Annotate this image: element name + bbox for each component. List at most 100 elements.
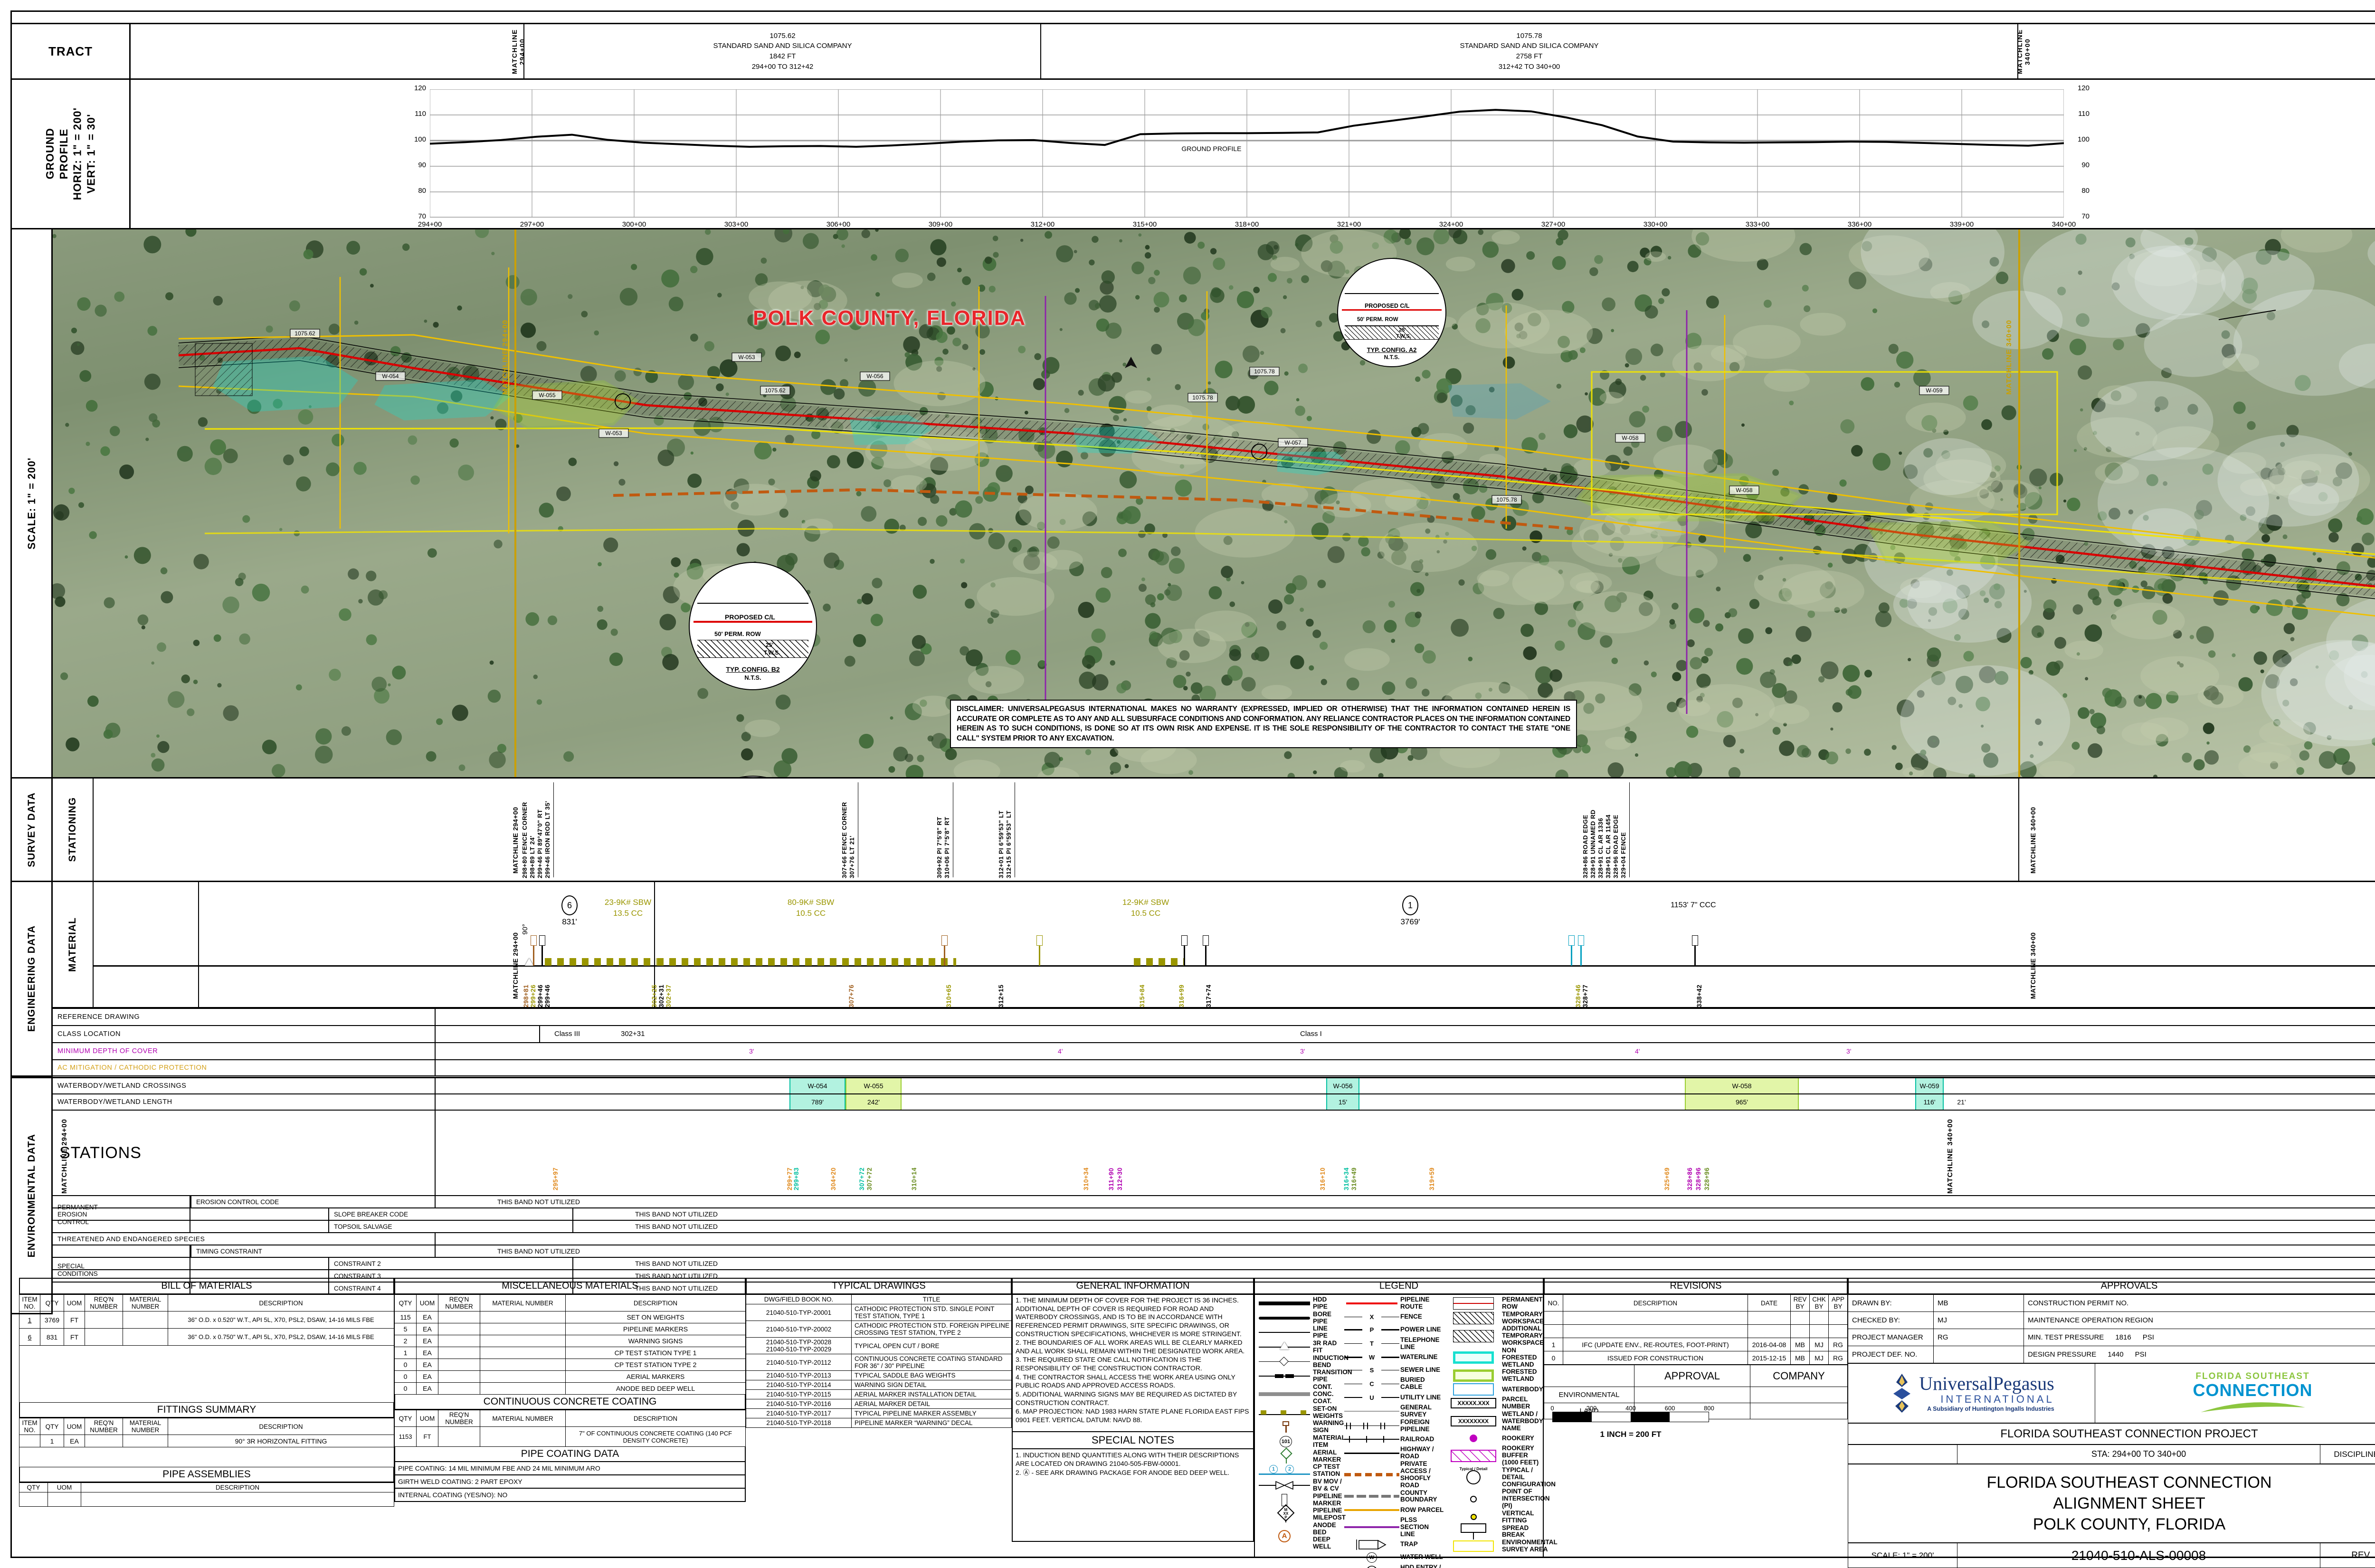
typ-b2-row: 50' PERM. ROW bbox=[714, 630, 761, 637]
material-station-label: 328+46 bbox=[1575, 984, 1582, 1007]
typical-drawing-number: 21040-510-TYP-20112 bbox=[746, 1354, 852, 1371]
utility-line-icon: U bbox=[1343, 1391, 1400, 1404]
misc-uom: EA bbox=[416, 1335, 438, 1347]
bom-desc: 36" O.D. x 0.520" W.T., API 5L, X70, PSL… bbox=[168, 1311, 394, 1329]
profile-ytick: 110 bbox=[2078, 110, 2090, 118]
environmental-station-label: 325+69 bbox=[1663, 1167, 1671, 1190]
legend-item: POINT OF INTERSECTION (PI) bbox=[1445, 1488, 1550, 1510]
typ-config-b2-callout-main: PROPOSED C/L 50' PERM. ROW 25' T.W.S. TY… bbox=[689, 562, 817, 690]
fitting-angle-label: 90° bbox=[521, 924, 529, 935]
legend-item: CONT. CONC. COAT. bbox=[1256, 1383, 1342, 1405]
tract-1-parcel: 1075.62 bbox=[770, 31, 796, 40]
environmental-station-label: 307+72 bbox=[858, 1167, 865, 1190]
special-notes: 1. INDUCTION BEND QUANTITIES ALONG WITH … bbox=[1012, 1449, 1254, 1542]
tract-divider bbox=[1040, 24, 1041, 78]
bom-matno bbox=[123, 1328, 168, 1346]
legend-label: 3R RAD FIT bbox=[1313, 1340, 1337, 1354]
fittings-summary-title: FITTINGS SUMMARY bbox=[19, 1403, 394, 1418]
wetland-crossing-length: 242' bbox=[846, 1094, 902, 1110]
profile-xtick: 330+00 bbox=[1643, 220, 1668, 228]
constraint-row-label: TOPSOIL SALVAGE bbox=[328, 1221, 573, 1232]
highway-road-icon bbox=[1343, 1447, 1400, 1459]
special-conditions-label: SPECIAL bbox=[57, 1263, 85, 1270]
bore-pipe-icon bbox=[1256, 1312, 1313, 1324]
warning-sign-icon bbox=[1256, 1421, 1313, 1433]
approval-left-value: MB bbox=[1933, 1294, 2024, 1312]
ground-profile-band: GROUND PROFILE HORIZ: 1" = 200' VERT: 1"… bbox=[12, 80, 2375, 229]
legend-label: WATERLINE bbox=[1400, 1353, 1438, 1360]
dwg-number-table: SCALE: 1" = 200' 21040-510-ALS-00008 REV… bbox=[1848, 1543, 2375, 1568]
typical-drawing-title: TYPICAL SADDLE BAG WEIGHTS bbox=[851, 1370, 1012, 1380]
matchline-left-aerial-label: MATCHLINE 294+00 bbox=[501, 320, 509, 395]
material-matchline-label: MATCHLINE 294+00 bbox=[512, 932, 519, 999]
legend-label: PIPELINE MILEPOST bbox=[1313, 1507, 1346, 1521]
legend-label: ROW PARCEL bbox=[1400, 1506, 1444, 1513]
pipeline-marker-head bbox=[1578, 935, 1584, 946]
pipeline-marker-head bbox=[1692, 935, 1698, 946]
survey-matchline-left-label: MATCHLINE 294+00 bbox=[512, 807, 519, 874]
buried-cable-icon: C bbox=[1343, 1378, 1400, 1390]
matchline-right-l2: 340+00 bbox=[2024, 38, 2031, 65]
bom-uom: FT bbox=[64, 1328, 85, 1346]
scale-band-label: SCALE: 1" = 200' bbox=[12, 229, 53, 777]
stations-matchline-right: MATCHLINE 340+00 bbox=[1946, 1119, 1954, 1194]
legend-label: UTILITY LINE bbox=[1400, 1393, 1441, 1401]
revision-no: 0 bbox=[1544, 1351, 1563, 1365]
bom-item: 6 bbox=[19, 1328, 40, 1346]
misc-reqn bbox=[438, 1311, 480, 1323]
misc-qty: 0 bbox=[394, 1359, 417, 1371]
set-on-weights-run bbox=[1134, 958, 1184, 966]
environmental-station-label: 310+14 bbox=[911, 1167, 918, 1190]
survey-station-label: 309+92 PI 7°5'8" RT bbox=[936, 817, 943, 878]
legend-label: COUNTY BOUNDARY bbox=[1400, 1489, 1437, 1503]
special-note: 1. INDUCTION BEND QUANTITIES ALONG WITH … bbox=[1016, 1451, 1239, 1467]
material-station-label: 316+99 bbox=[1178, 984, 1185, 1007]
constraint-row-label: THREATENED AND ENDANGERED SPECIES bbox=[53, 1233, 436, 1245]
tract-cell-2: 1075.78 STANDARD SAND AND SILICA COMPANY… bbox=[1041, 24, 2017, 78]
legend-label: ENVIRONMENTAL SURVEY AREA bbox=[1502, 1539, 1558, 1553]
typical-drawing-title: CATHODIC PROTECTION STD. FOREIGN PIPELIN… bbox=[851, 1321, 1012, 1338]
environmental-station-label: 304+20 bbox=[830, 1167, 837, 1190]
typical-drawing-number: 21040-510-TYP-20114 bbox=[746, 1380, 852, 1390]
drawing-rev: REV. 1 bbox=[2320, 1543, 2375, 1568]
material-matchline-label: MATCHLINE 340+00 bbox=[2029, 932, 2037, 999]
legend-item: PRIVATE ACCESS / SHOOFLY ROAD bbox=[1343, 1460, 1444, 1489]
typical-drawing-number: 21040-510-TYP-20117 bbox=[746, 1408, 852, 1418]
typical-drawing-title: TYPICAL PIPELINE MARKER ASSEMBLY bbox=[851, 1408, 1012, 1418]
ccc-col-desc: DESCRIPTION bbox=[565, 1410, 746, 1427]
fsc-logo: FLORIDA SOUTHEAST CONNECTION bbox=[2095, 1363, 2375, 1423]
water-well-icon: W bbox=[1343, 1551, 1400, 1564]
survey-station-label: 307+66 FENCE CORNER bbox=[841, 802, 848, 878]
profile-xtick: 336+00 bbox=[1847, 220, 1872, 228]
legend-item: HIGHWAY / ROAD bbox=[1343, 1446, 1444, 1460]
legend-label: PLSS SECTION LINE bbox=[1400, 1516, 1429, 1538]
additional-temporary-workspace-icon bbox=[1445, 1330, 1502, 1342]
environmental-station-label: 319+59 bbox=[1428, 1167, 1435, 1190]
fit-col-desc: DESCRIPTION bbox=[168, 1418, 394, 1435]
revision-chk-by bbox=[1809, 1324, 1829, 1338]
legend-item: COUNTY BOUNDARY bbox=[1343, 1489, 1444, 1504]
general-info-title: GENERAL INFORMATION bbox=[1012, 1278, 1254, 1294]
stationing-sublabel: STATIONING bbox=[53, 779, 94, 881]
revision-date bbox=[1748, 1311, 1791, 1325]
ccc-col-uom: UOM bbox=[416, 1410, 438, 1427]
matchline-left-l1: MATCHLINE bbox=[510, 29, 518, 74]
pipeline-marker-symbol bbox=[944, 939, 945, 966]
